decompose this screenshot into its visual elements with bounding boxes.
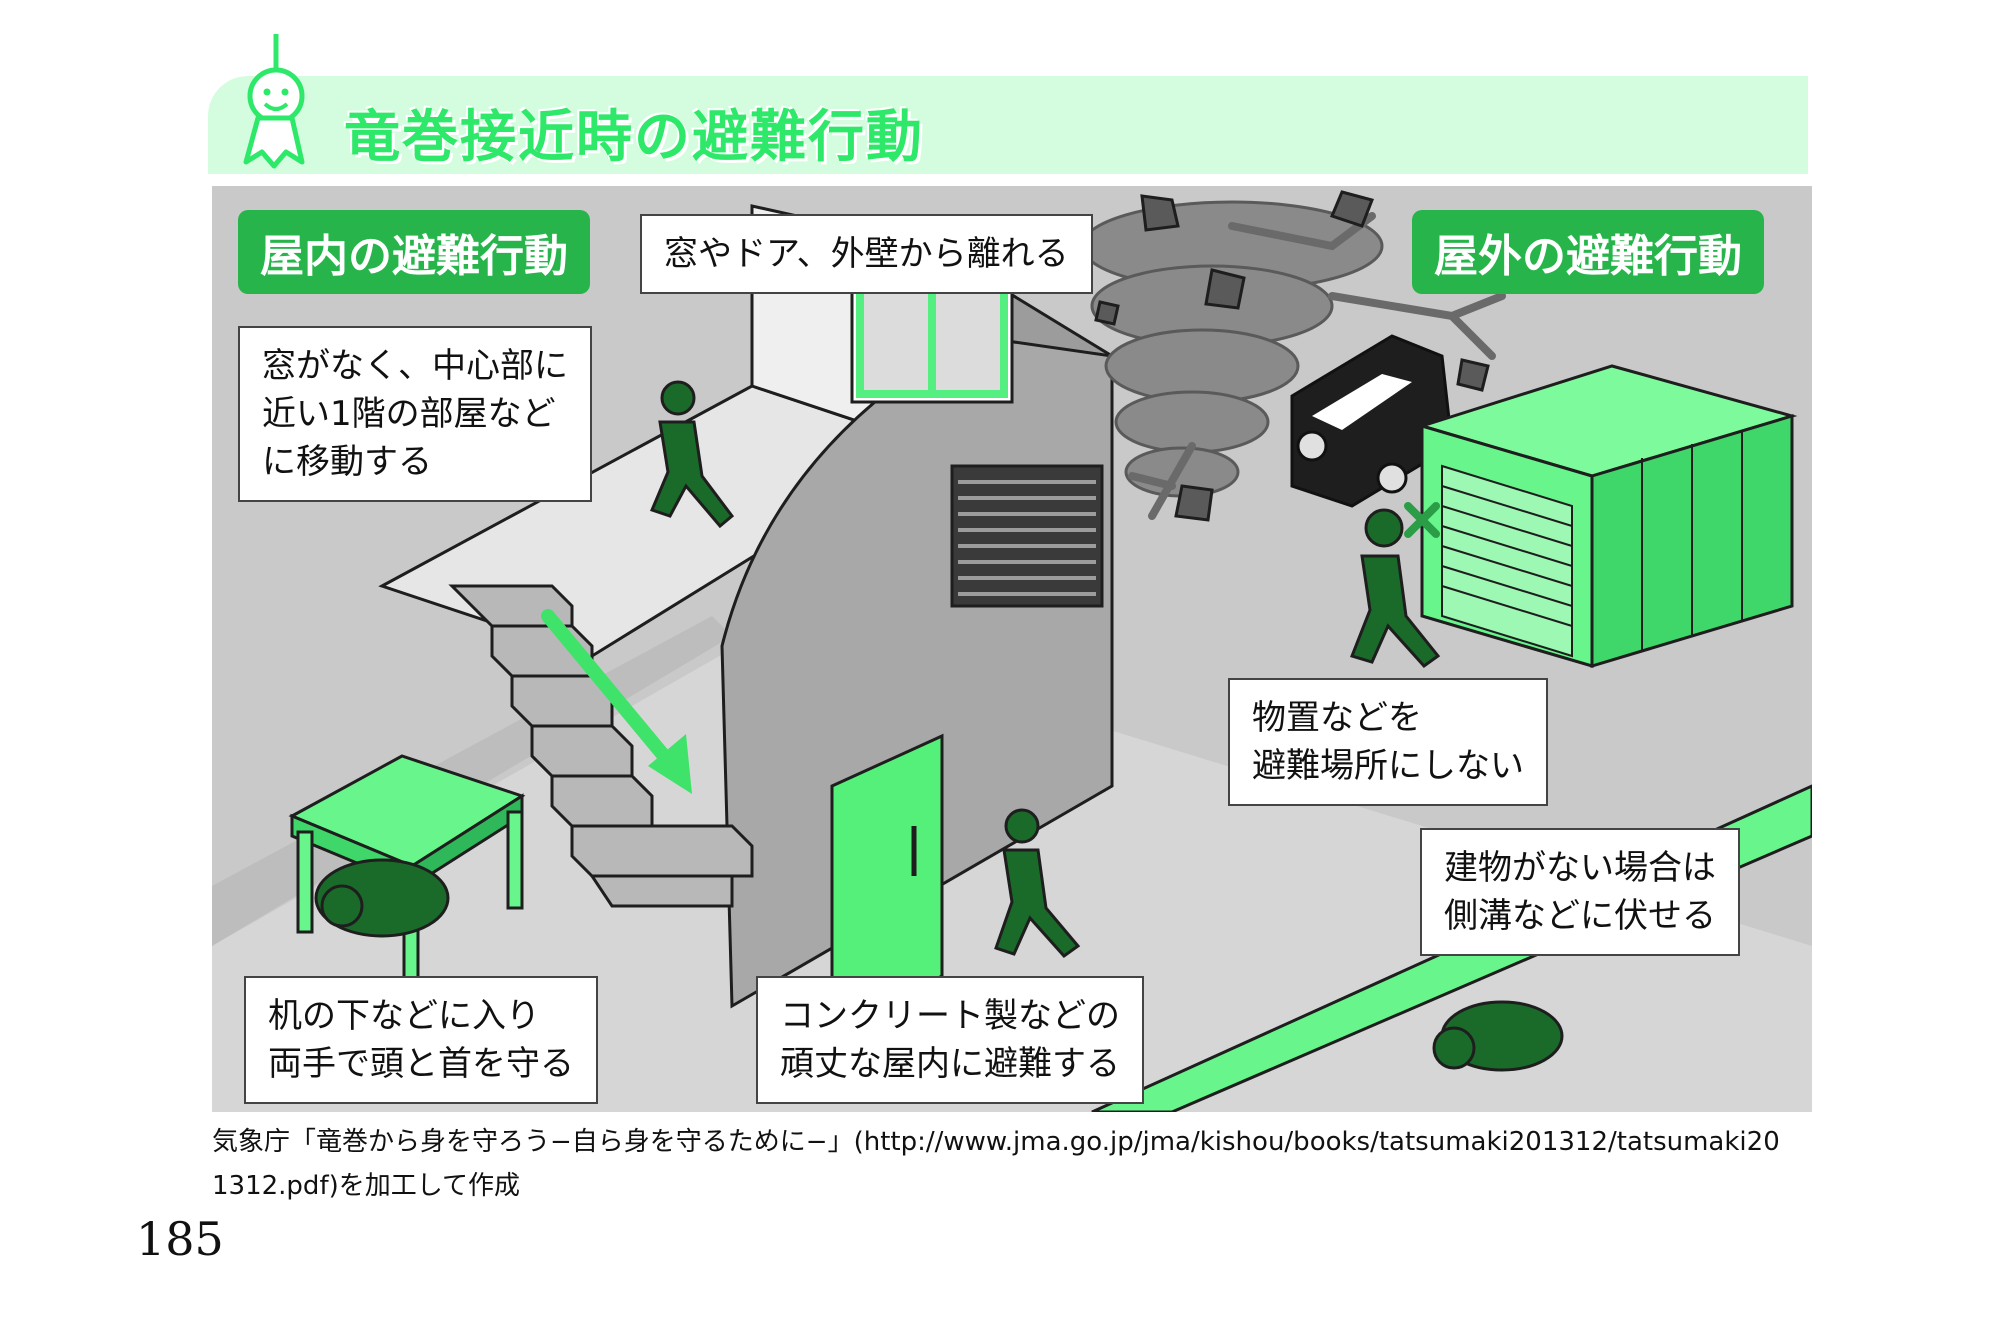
callout-line: 建物がない場合は — [1444, 848, 1716, 888]
callout-lie-in-ditch: 建物がない場合は 側溝などに伏せる — [1420, 828, 1740, 956]
callout-text: 窓やドア、外壁から離れる — [664, 234, 1069, 274]
teru-teru-bozu-icon — [243, 34, 305, 169]
callout-line: 机の下などに入り — [268, 996, 540, 1036]
callout-line: に移動する — [262, 442, 432, 482]
callout-line: 近い1階の部屋など — [262, 394, 556, 434]
callout-line: コンクリート製などの — [780, 996, 1120, 1036]
title-band — [208, 76, 1808, 174]
source-line: 気象庁「竜巻から身を守ろう−自ら身を守るために−」(http://www.jma… — [212, 1127, 1780, 1157]
source-line: 1312.pdf)を加工して作成 — [212, 1171, 520, 1201]
page-title: 竜巻接近時の避難行動 — [344, 105, 924, 170]
callout-line: 頑丈な屋内に避難する — [780, 1044, 1120, 1084]
callout-move-to-center-room: 窓がなく、中心部に 近い1階の部屋など に移動する — [238, 326, 592, 502]
callout-line: 両手で頭と首を守る — [268, 1044, 574, 1084]
outdoor-section-tag: 屋外の避難行動 — [1412, 210, 1764, 294]
callout-line: 側溝などに伏せる — [1444, 896, 1716, 936]
callout-line: 避難場所にしない — [1252, 746, 1524, 786]
callout-concrete-building: コンクリート製などの 頑丈な屋内に避難する — [756, 976, 1144, 1104]
callout-away-from-windows: 窓やドア、外壁から離れる — [640, 214, 1093, 294]
tornado-evacuation-illustration — [212, 186, 1812, 1112]
x-mark-icon — [1404, 502, 1440, 538]
indoor-section-tag: 屋内の避難行動 — [238, 210, 590, 294]
source-note: 気象庁「竜巻から身を守ろう−自ら身を守るために−」(http://www.jma… — [212, 1120, 1822, 1208]
callout-line: 窓がなく、中心部に — [262, 346, 568, 386]
callout-line: 物置などを — [1252, 698, 1422, 738]
callout-not-shed: 物置などを 避難場所にしない — [1228, 678, 1548, 806]
callout-under-desk: 机の下などに入り 両手で頭と首を守る — [244, 976, 598, 1104]
page-number: 185 — [136, 1212, 224, 1266]
